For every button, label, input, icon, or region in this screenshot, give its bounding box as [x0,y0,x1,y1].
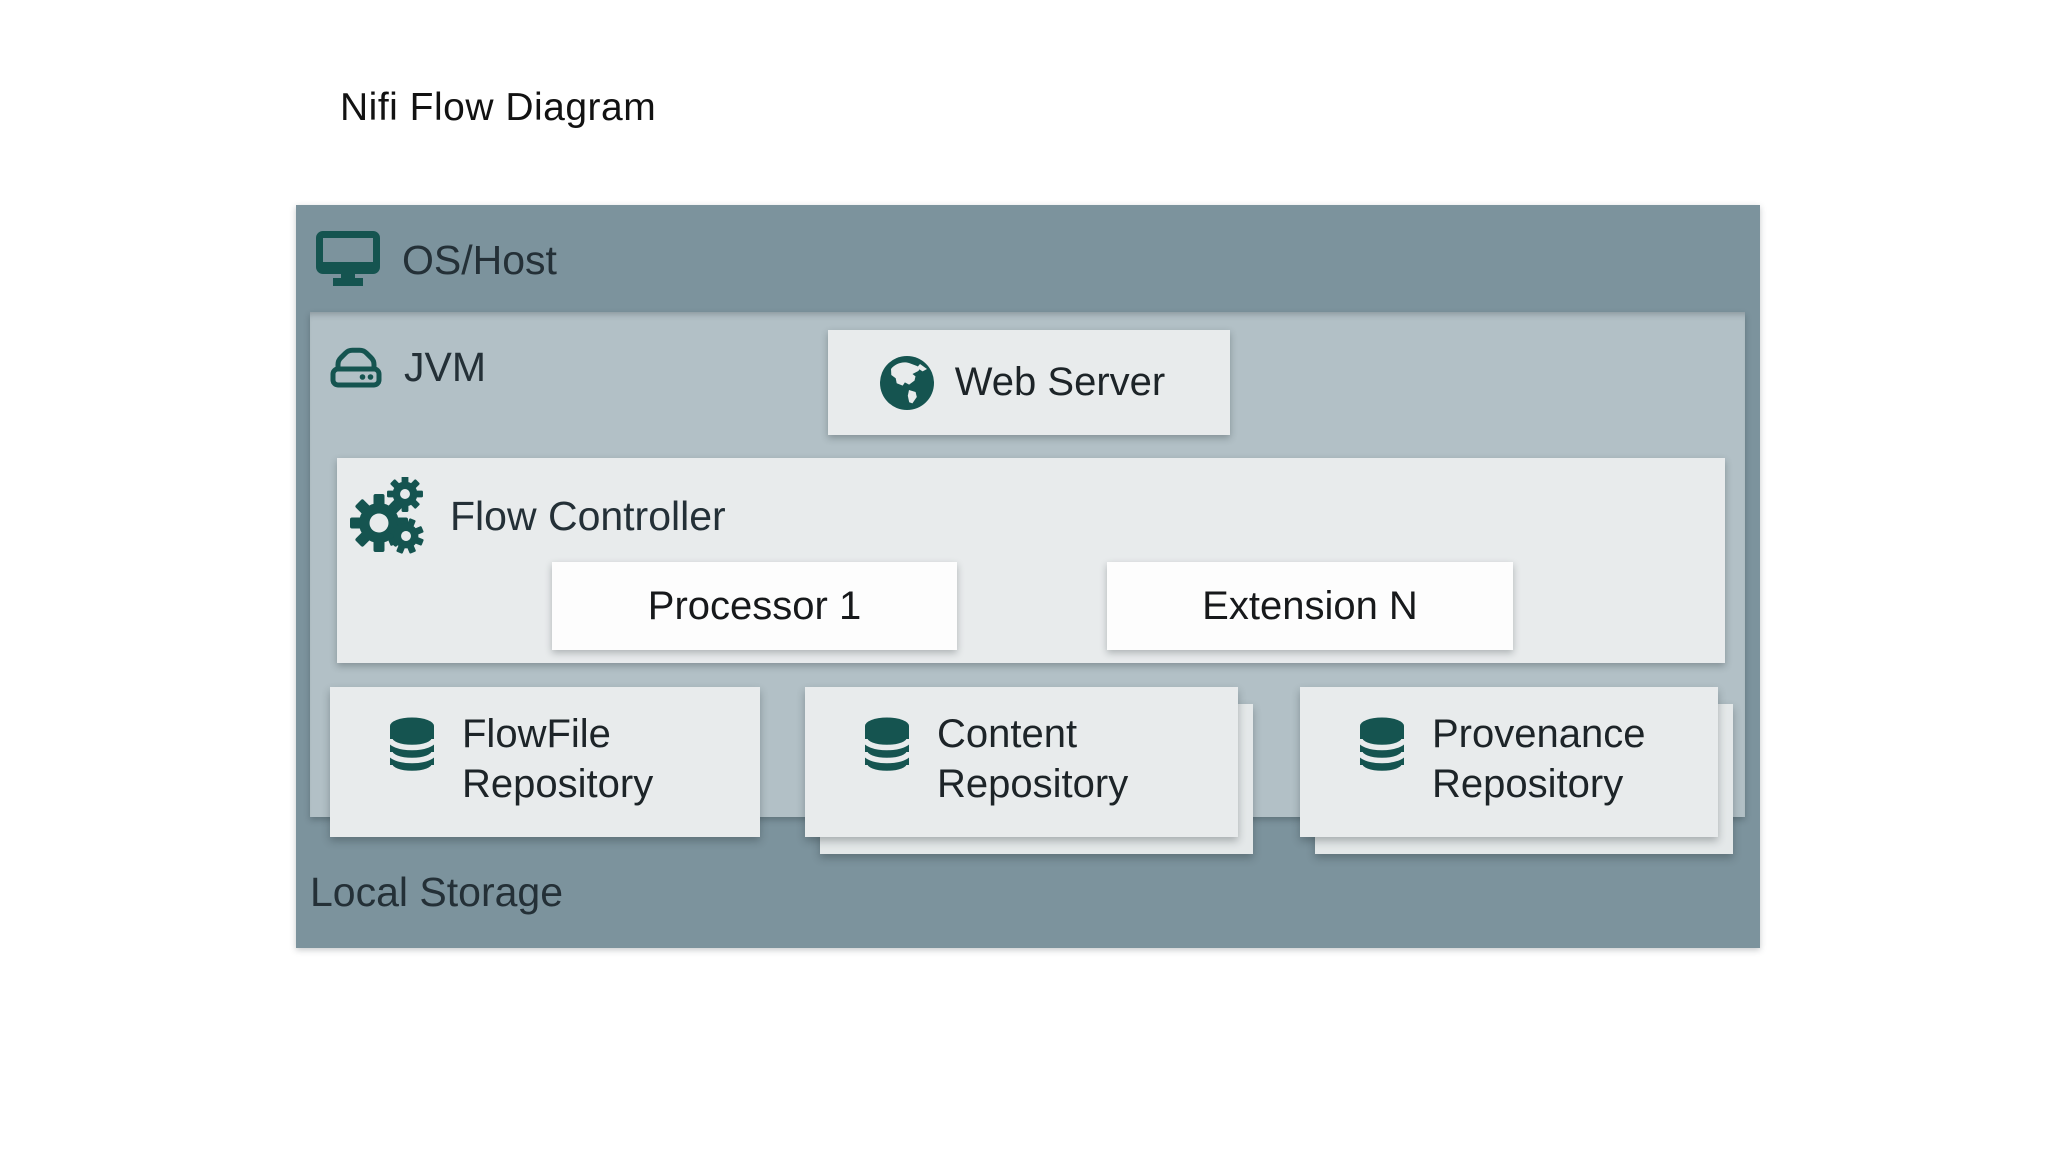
repo-label-line2: Repository [937,762,1129,806]
repo-flowfile-box: FlowFile Repository [330,687,760,837]
repo-label-line1: FlowFile [462,712,611,756]
web-server-box: Web Server [828,330,1230,435]
os-host-header: OS/Host [316,229,557,291]
repo-content-box: Content Repository [805,687,1238,837]
processor-label: Processor 1 [647,583,862,628]
page-title: Nifi Flow Diagram [340,86,657,129]
local-storage-label: Local Storage [310,869,564,915]
database-icon [387,717,437,777]
repo-label-line1: Content [937,712,1078,756]
database-icon [862,717,912,777]
repo-label-line2: Repository [1432,762,1624,806]
flow-controller-header: Flow Controller [350,476,726,556]
flow-controller-box: Flow Controller Processor 1 Extension N [337,458,1725,663]
repo-flowfile-label: FlowFile Repository [462,709,653,809]
processor-box: Processor 1 [552,562,957,650]
gears-icon [350,477,424,554]
repo-label-line1: Provenance [1432,712,1646,756]
web-server-label: Web Server [954,360,1166,404]
flow-controller-label: Flow Controller [450,492,726,539]
jvm-header: JVM [330,342,486,392]
jvm-label: JVM [404,343,486,390]
hard-drive-icon [330,347,382,388]
monitor-icon [316,231,380,286]
repo-content-label: Content Repository [937,709,1128,809]
extension-box: Extension N [1107,562,1513,650]
database-icon [1357,717,1407,777]
extension-label: Extension N [1202,583,1418,628]
repo-provenance-label: Provenance Repository [1432,709,1645,809]
os-host-label: OS/Host [402,236,557,283]
repo-provenance-box: Provenance Repository [1300,687,1718,837]
globe-icon [879,355,934,410]
os-host-box: OS/Host JVM We [296,205,1760,948]
repo-label-line2: Repository [462,762,654,806]
